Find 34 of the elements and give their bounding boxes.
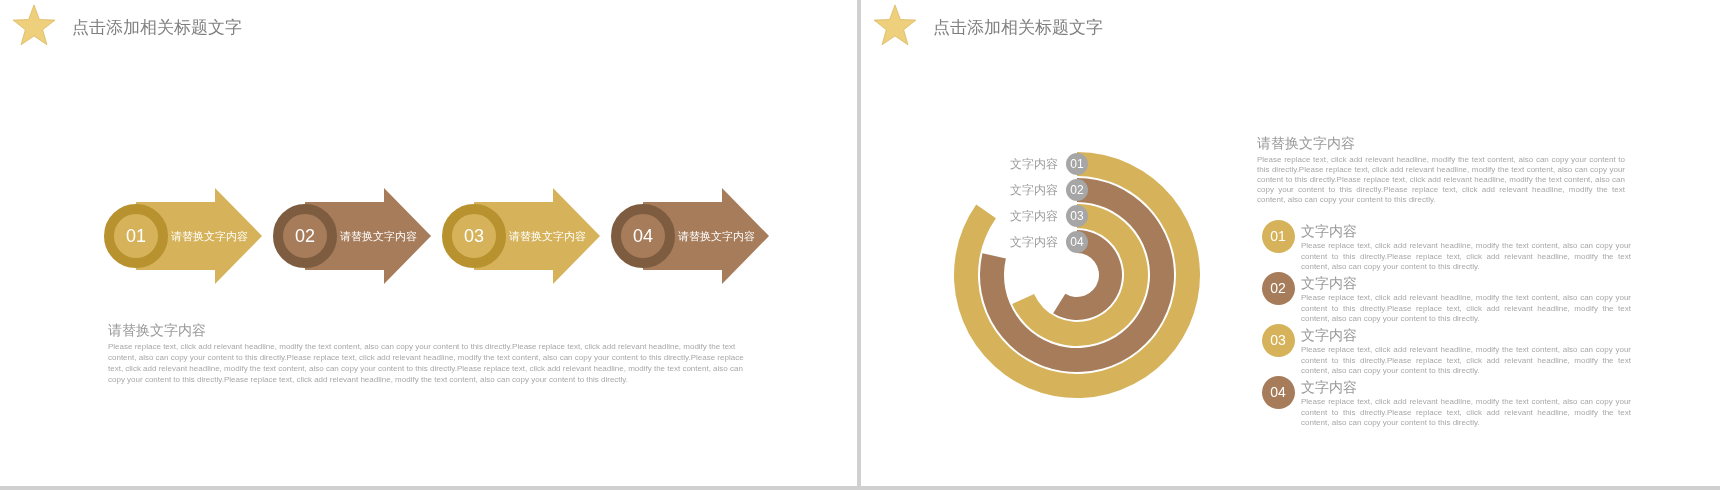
ring-number: 03 [1070, 210, 1084, 222]
body-paragraph: Please replace text, click add relevant headline, modify the text content, also can copy your content to this directly.Please replace text, click add relevant headline, modify the text content, also can copy your content to this directly.Please replace text, click add relevant headline, modify the text content, also can copy your content to this directly.Please replace text, click add relevant headline, modify the text content, also can copy your content to this directly. [1257, 155, 1625, 205]
body-paragraph: Please replace text, click add relevant headline, modify the text content, also can copy your content to this directly.Please replace text, click add relevant headline, modify the text content, also can copy your content to this directly.Please replace text, click add relevant headline, modify the text content, also can copy your content to this directly.Please replace text, click add relevant headline, modify the text content, also can copy your content to this directly.Please replace text, click add relevant headline, modify the text content, also can copy your content to this directly.Please replace text, click add relevant headline, modify the text content, also can copy your content to this directly. [108, 341, 745, 385]
step-label: 请替换文字内容 [171, 229, 248, 243]
ring-label: 文字内容 [1010, 183, 1058, 197]
ring-label: 文字内容 [1010, 209, 1058, 223]
step-number: 03 [464, 227, 484, 245]
item-number: 02 [1270, 281, 1286, 295]
item-paragraph: Please replace text, click add relevant headline, modify the text content, also can copy your content to this directly.Please replace text, click add relevant headline, modify the text content, also can copy your content to this directly. [1301, 293, 1631, 325]
section-heading: 请替换文字内容 [1257, 136, 1355, 152]
slide-title: 点击添加相关标题文字 [933, 18, 1103, 38]
step-number: 04 [633, 227, 653, 245]
slide-title: 点击添加相关标题文字 [72, 18, 242, 38]
item-number: 03 [1270, 333, 1286, 347]
item-heading: 文字内容 [1301, 328, 1357, 344]
item-number: 01 [1270, 229, 1286, 243]
ring-number: 02 [1070, 184, 1084, 196]
section-heading: 请替换文字内容 [108, 323, 206, 339]
item-number: 04 [1270, 385, 1286, 399]
item-paragraph: Please replace text, click add relevant headline, modify the text content, also can copy your content to this directly.Please replace text, click add relevant headline, modify the text content, also can copy your content to this directly. [1301, 241, 1631, 273]
ring-number: 04 [1070, 235, 1084, 248]
item-heading: 文字内容 [1301, 224, 1357, 240]
step-number: 01 [126, 227, 146, 245]
ring-number: 01 [1070, 158, 1084, 170]
item-paragraph: Please replace text, click add relevant headline, modify the text content, also can copy your content to this directly.Please replace text, click add relevant headline, modify the text content, also can copy your content to this directly. [1301, 397, 1631, 429]
item-heading: 文字内容 [1301, 276, 1357, 292]
step-label: 请替换文字内容 [678, 229, 755, 243]
step-number: 02 [295, 227, 315, 245]
step-label: 请替换文字内容 [509, 229, 586, 243]
step-label: 请替换文字内容 [340, 229, 417, 243]
item-paragraph: Please replace text, click add relevant headline, modify the text content, also can copy your content to this directly.Please replace text, click add relevant headline, modify the text content, also can copy your content to this directly. [1301, 345, 1631, 377]
ring-label: 文字内容 [1010, 234, 1058, 249]
ring-label: 文字内容 [1010, 157, 1058, 171]
item-heading: 文字内容 [1301, 380, 1357, 396]
